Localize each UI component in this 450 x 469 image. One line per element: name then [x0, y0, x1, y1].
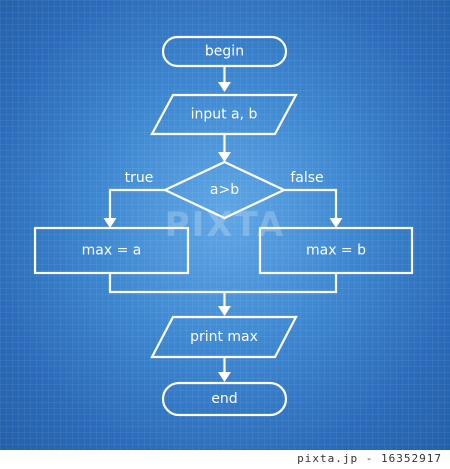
max-b-label: max = b — [306, 243, 366, 259]
decision-node — [162, 160, 287, 220]
input-label: input a, b — [191, 107, 258, 123]
stock-id-text: pixta.jp - 16352917 — [297, 452, 442, 465]
max-a-node — [33, 226, 190, 275]
arrow-merge-print — [218, 306, 231, 316]
end-label: end — [211, 391, 237, 407]
stock-footer: pixta.jp - 16352917 — [0, 450, 450, 469]
input-node — [150, 93, 298, 136]
decision-label: a>b — [210, 182, 239, 198]
blueprint-canvas: PIXTA begin input a, b a>b true false ma… — [0, 0, 450, 450]
flowchart: PIXTA begin input a, b a>b true false ma… — [0, 0, 450, 450]
max-a-label: max = a — [82, 243, 142, 259]
end-terminator — [161, 381, 288, 417]
arrow-input-decision — [218, 152, 231, 162]
print-node — [150, 315, 298, 359]
watermark-text: PIXTA — [165, 205, 286, 245]
arrow-print-end — [218, 372, 231, 382]
arrow-begin-input — [218, 82, 231, 92]
edge-false-branch — [284, 188, 338, 220]
arrow-true-branch — [103, 218, 117, 228]
edge-true-branch — [108, 188, 165, 220]
begin-label: begin — [205, 44, 244, 60]
print-label: print max — [190, 329, 258, 345]
false-label: false — [290, 170, 323, 186]
true-label: true — [125, 170, 154, 186]
arrow-false-branch — [329, 218, 343, 228]
edge-merge — [108, 273, 338, 294]
